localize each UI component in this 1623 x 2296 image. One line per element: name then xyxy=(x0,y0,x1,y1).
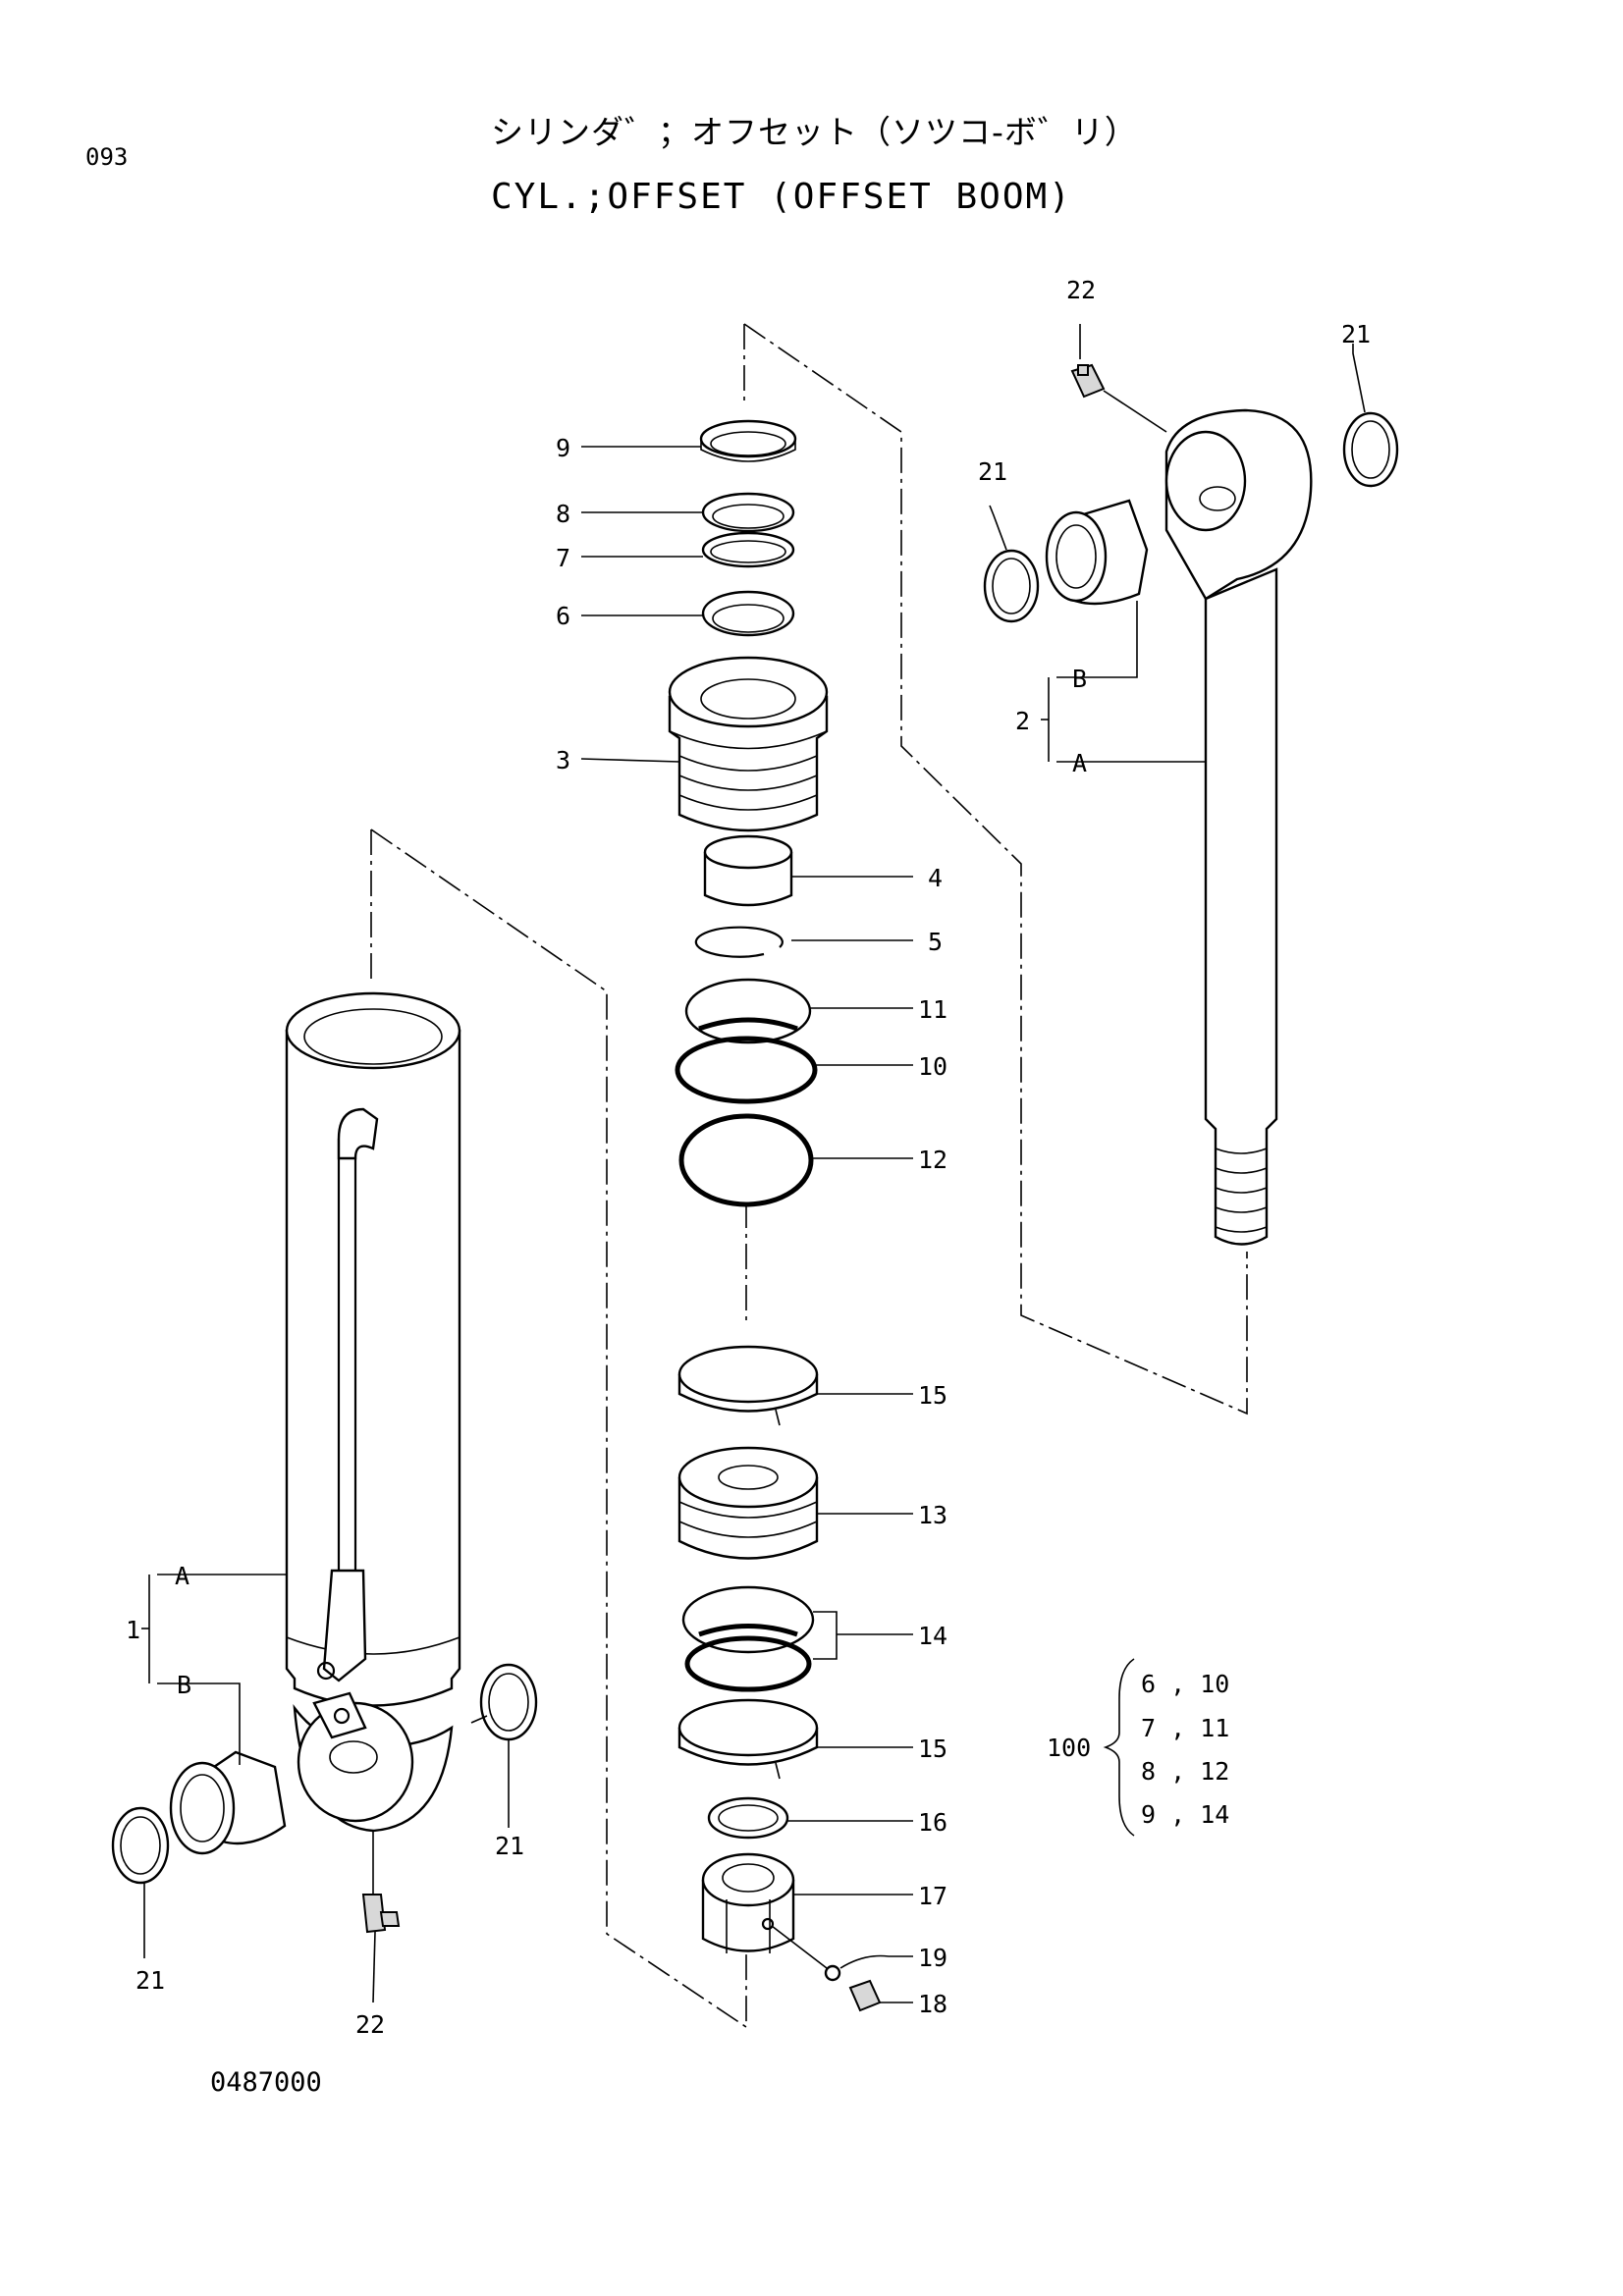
part-21-seal-tube-left xyxy=(111,1806,170,1885)
part-2-piston-rod xyxy=(1164,408,1313,1246)
kit-bracket xyxy=(1103,1658,1135,1837)
callout-part-7: 7 xyxy=(556,544,571,572)
callout-part-22-top: 22 xyxy=(1066,276,1097,304)
callout-part-1-a: A xyxy=(175,1562,190,1590)
callout-part-2-a: A xyxy=(1072,749,1088,777)
callout-part-18: 18 xyxy=(918,1990,948,2018)
callout-part-12: 12 xyxy=(918,1146,948,1174)
callout-part-21-top-left: 21 xyxy=(978,457,1008,486)
part-21-seal-rod-right xyxy=(1342,411,1399,488)
drawing-number: 0487000 xyxy=(210,2067,322,2098)
part-8-ring xyxy=(701,492,795,533)
title-english: CYL.;OFFSET (OFFSET BOOM) xyxy=(491,177,1072,217)
part-14-seal-set xyxy=(681,1585,815,1692)
part-21-seal-rod-left xyxy=(983,549,1040,623)
kit-item-2: 7 , 11 xyxy=(1141,1714,1230,1742)
part-1-cylinder-tube xyxy=(285,991,461,1833)
part-18-set-screw xyxy=(848,1979,882,2012)
part-21-seal-tube-right xyxy=(479,1663,538,1741)
part-11-ring xyxy=(684,978,812,1044)
callout-part-2-b: B xyxy=(1072,665,1088,693)
callout-part-17: 17 xyxy=(918,1882,948,1910)
kit-number: 100 xyxy=(1047,1734,1092,1762)
part-10-o-ring xyxy=(675,1036,818,1104)
part-22-grease-fitting-top xyxy=(1070,363,1167,433)
title-japanese: シリンダ゛；オフセット（ソツコ-ボ゛リ） xyxy=(491,113,1138,151)
part-6-ring xyxy=(701,590,795,637)
callout-part-11: 11 xyxy=(918,995,948,1024)
part-15-wear-ring-lower xyxy=(677,1698,819,1780)
callout-part-16: 16 xyxy=(918,1808,948,1837)
callout-part-1-b: B xyxy=(177,1671,192,1699)
part-16-washer xyxy=(707,1796,789,1840)
part-17-nut xyxy=(701,1852,795,1953)
callout-part-9: 9 xyxy=(556,434,571,462)
callout-part-5: 5 xyxy=(928,928,944,956)
part-7-ring xyxy=(701,531,795,568)
callout-part-4: 4 xyxy=(928,864,944,892)
part-22-grease-fitting-bottom xyxy=(361,1832,401,1934)
part-13-piston xyxy=(677,1446,819,1560)
callout-part-21-top-right: 21 xyxy=(1341,320,1372,348)
callout-part-10: 10 xyxy=(918,1052,948,1081)
part-15-wear-ring-upper xyxy=(677,1345,819,1426)
callout-part-6: 6 xyxy=(556,602,571,630)
kit-item-4: 9 , 14 xyxy=(1141,1800,1230,1829)
part-5-snap-ring xyxy=(694,926,784,958)
callout-part-8: 8 xyxy=(556,500,571,528)
callout-part-21-bottom-left: 21 xyxy=(135,1966,166,1995)
page-number: 093 xyxy=(85,143,129,171)
kit-item-3: 8 , 12 xyxy=(1141,1757,1230,1786)
callout-part-1: 1 xyxy=(126,1616,141,1644)
callout-part-21-bottom-right: 21 xyxy=(495,1832,525,1860)
part-4-bushing xyxy=(703,834,793,907)
callout-part-2: 2 xyxy=(1015,707,1031,735)
callout-part-3: 3 xyxy=(556,746,571,774)
part-9-dust-seal xyxy=(699,419,797,462)
part-2b-rod-bushing xyxy=(1045,499,1149,606)
leader-lines xyxy=(141,324,1366,2003)
callout-part-22-bottom: 22 xyxy=(355,2010,386,2039)
part-12-o-ring xyxy=(678,1113,814,1207)
callout-part-13: 13 xyxy=(918,1501,948,1529)
kit-item-1: 6 , 10 xyxy=(1141,1670,1230,1698)
part-1-piping xyxy=(312,1107,379,1739)
part-19-steel-ball xyxy=(824,1964,841,1982)
callout-part-15-upper: 15 xyxy=(918,1381,948,1410)
part-3-cylinder-head xyxy=(668,656,829,832)
callout-part-15-lower: 15 xyxy=(918,1735,948,1763)
callout-part-14: 14 xyxy=(918,1622,948,1650)
callout-part-19: 19 xyxy=(918,1944,948,1972)
part-1b-tube-bushing xyxy=(169,1750,287,1855)
